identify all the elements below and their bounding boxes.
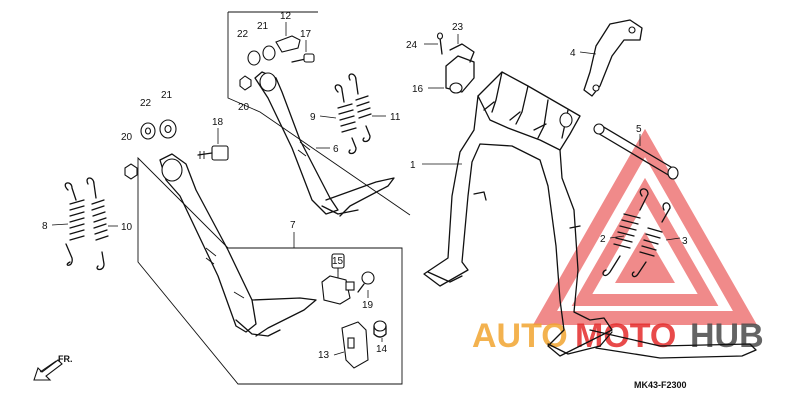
- leader-lines: [51, 22, 681, 356]
- stopper-plate-4: [583, 19, 643, 97]
- callout-4: 4: [570, 48, 576, 59]
- stand-pivot-pin-5: [593, 123, 679, 180]
- callout-17: 17: [300, 29, 312, 40]
- callout-21-upper: 21: [257, 21, 269, 32]
- pin-24: [436, 32, 444, 55]
- callout-18: 18: [212, 117, 224, 128]
- watermark-auto-text: AUTO: [472, 317, 568, 355]
- callout-3: 3: [682, 236, 688, 247]
- front-direction-label: FR.: [58, 354, 73, 364]
- callout-22-upper: 22: [237, 29, 249, 40]
- callout-16: 16: [412, 84, 424, 95]
- front-arrow-icon: [33, 359, 63, 381]
- callout-24: 24: [406, 40, 418, 51]
- sensor-switch-15: [321, 253, 355, 305]
- front-direction-indicator: FR.: [33, 354, 73, 381]
- bracket-13: [341, 321, 369, 369]
- callout-13: 13: [318, 350, 330, 361]
- side-stand-group-frame: [227, 12, 411, 216]
- callout-20-left: 20: [121, 132, 133, 143]
- side-stand-assy-frame-7: [137, 156, 403, 385]
- main-stand: [423, 71, 757, 359]
- spring-8: [64, 182, 85, 266]
- callout-19: 19: [362, 300, 374, 311]
- watermark-logo: [532, 128, 758, 325]
- callout-14: 14: [376, 344, 388, 355]
- diagram-reference-code: MK43-F2300: [634, 380, 687, 390]
- upper-side-stand: [254, 71, 395, 217]
- washer-stack-left: [124, 119, 177, 180]
- callout-12: 12: [280, 11, 292, 22]
- bolt-18: [197, 145, 229, 161]
- callout-7: 7: [290, 220, 296, 231]
- washer-stack-upper: [239, 35, 315, 91]
- side-stand-assembly: [159, 153, 317, 337]
- spring-2: [602, 188, 649, 277]
- part-callouts: 1 2 3 4 5 6 7 8 9 10 11 12 13 14 15 16 1…: [42, 11, 688, 361]
- callout-8: 8: [42, 221, 48, 232]
- switch-bracket-16: [445, 43, 475, 94]
- watermark-text: AUTO MOTO HUB: [472, 317, 764, 355]
- callout-11: 11: [390, 112, 401, 123]
- callout-22-left: 22: [140, 98, 152, 109]
- callout-9: 9: [310, 112, 316, 123]
- spring-3: [631, 202, 671, 278]
- watermark-hub-text: HUB: [690, 317, 764, 355]
- callout-2: 2: [600, 234, 606, 245]
- spring-9: [334, 84, 357, 155]
- callout-5: 5: [636, 124, 642, 135]
- callout-10: 10: [121, 222, 133, 233]
- callout-23: 23: [452, 22, 464, 33]
- watermark-moto-text: MOTO: [575, 317, 676, 355]
- spring-11: [348, 73, 372, 143]
- callout-21-left: 21: [161, 90, 173, 101]
- screw-19: [357, 271, 375, 293]
- callout-15: 15: [332, 256, 344, 267]
- callout-1: 1: [410, 160, 416, 171]
- callout-20-upper: 20: [238, 102, 250, 113]
- spring-10: [86, 177, 109, 271]
- collar-14: [373, 320, 387, 338]
- callout-6: 6: [333, 144, 339, 155]
